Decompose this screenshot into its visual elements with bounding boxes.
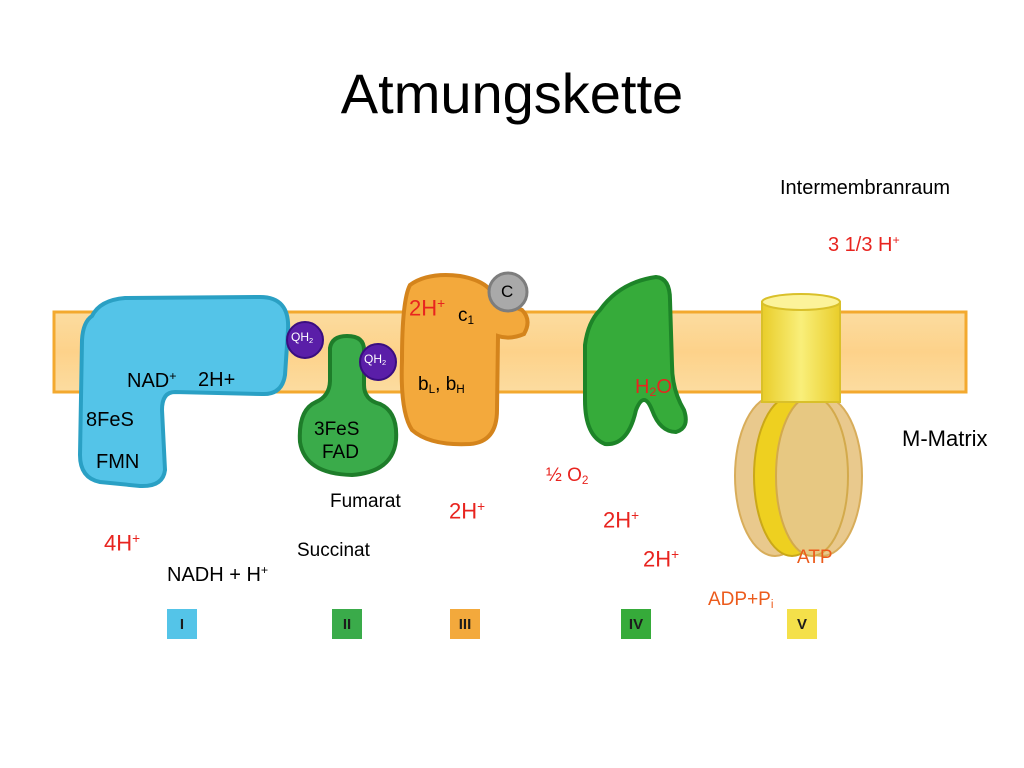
slide-title: Atmungskette bbox=[340, 62, 684, 125]
complex-ii bbox=[297, 333, 399, 478]
cytochrome-c-label: C bbox=[501, 282, 514, 301]
quinone-2-label: QH2 bbox=[364, 352, 387, 367]
succinat-label: Succinat bbox=[297, 540, 370, 561]
atp-synthase-cap bbox=[761, 293, 841, 311]
quinone-1 bbox=[286, 321, 324, 359]
complex-iv-proton-label-1: 2H+ bbox=[603, 507, 640, 533]
oxygen-label: ½ O2 bbox=[546, 465, 589, 487]
adp-label: ADP+Pi bbox=[708, 589, 774, 611]
cytochrome-c bbox=[487, 271, 529, 313]
fad-label: FAD bbox=[322, 442, 359, 463]
complex-iii-matrix-proton-label: 2H+ bbox=[449, 498, 486, 524]
nadh-label: NADH + H+ bbox=[167, 563, 269, 586]
legend-tag-iv: IV bbox=[621, 609, 651, 639]
complex-i-proton-label: 4H+ bbox=[104, 530, 141, 556]
complex-v-proton-label: 3 1/3 H+ bbox=[828, 233, 900, 256]
quinone-2 bbox=[359, 343, 397, 381]
cytochrome-b-label: bL, bH bbox=[418, 374, 465, 396]
complex-i-h-label: 2H+ bbox=[198, 369, 236, 391]
complex-i bbox=[77, 294, 291, 489]
complex-iii-proton-label: 2H+ bbox=[409, 295, 446, 321]
fes-label: 8FeS bbox=[86, 409, 134, 431]
legend-tag-v: V bbox=[787, 609, 817, 639]
legend-tag-iii: III bbox=[450, 609, 480, 639]
matrix-label: M-Matrix bbox=[902, 426, 988, 451]
water-label: H2O bbox=[635, 376, 672, 400]
complex-ii-fes-label: 3FeS bbox=[314, 419, 360, 440]
complex-iv bbox=[583, 274, 688, 447]
c1-label: c1 bbox=[458, 305, 475, 327]
complex-iv-proton-label-2: 2H+ bbox=[643, 546, 680, 572]
legend-tag-i: I bbox=[167, 609, 197, 639]
intermembrane-label: Intermembranraum bbox=[780, 177, 951, 199]
quinone-1-label: QH2 bbox=[291, 330, 314, 345]
legend-tag-ii: II bbox=[332, 609, 362, 639]
fmn-label: FMN bbox=[96, 451, 140, 473]
atp-synthase-inner-right bbox=[775, 395, 849, 557]
fumarat-label: Fumarat bbox=[330, 491, 401, 512]
atp-synthase-stalk bbox=[761, 301, 841, 403]
nad-label: NAD+ bbox=[127, 369, 177, 392]
atp-label: ATP bbox=[797, 547, 833, 568]
